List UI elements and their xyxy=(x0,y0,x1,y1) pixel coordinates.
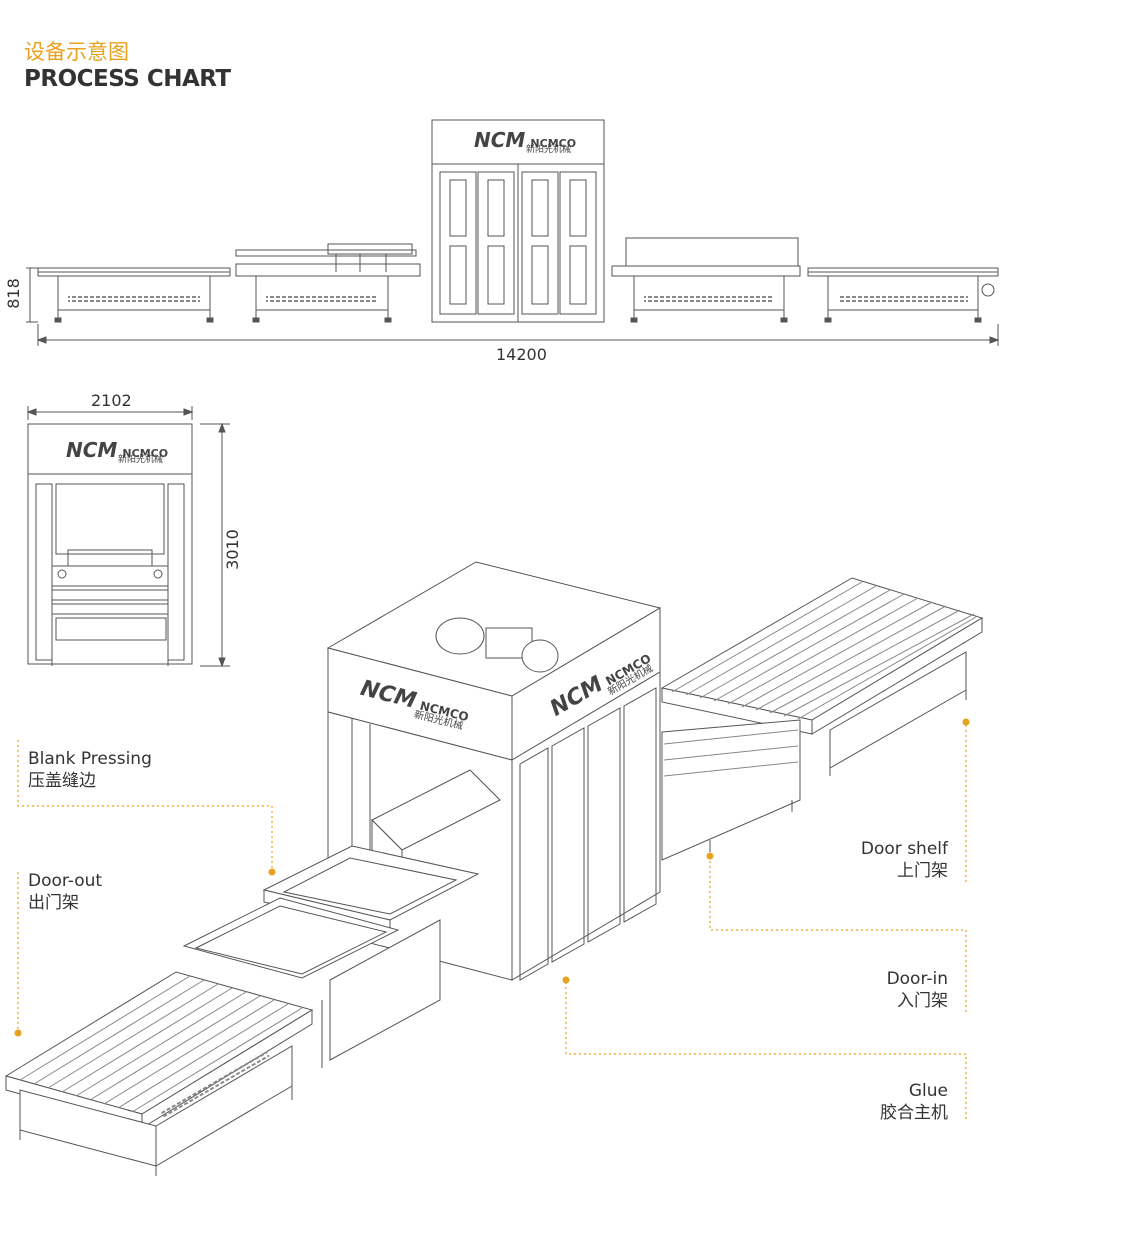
dim-front-width: 2102 xyxy=(91,391,132,410)
callout-door-shelf: Door shelf 上门架 xyxy=(860,839,948,881)
front-view xyxy=(26,406,230,668)
page-title-cn: 设备示意图 xyxy=(24,40,129,64)
page-title: PROCESS CHART xyxy=(24,66,231,92)
callout-blank-pressing: Blank Pressing 压盖缝边 xyxy=(28,749,152,791)
callout-door-out: Door-out 出门架 xyxy=(28,871,103,913)
callout-leaders xyxy=(17,720,967,1120)
callout-dots xyxy=(14,718,970,1037)
dim-side-length: 14200 xyxy=(496,345,547,364)
dim-side-height: 818 xyxy=(3,278,23,309)
callout-glue: Glue 胶合主机 xyxy=(880,1081,948,1123)
callout-door-in: Door-in 入门架 xyxy=(886,969,948,1011)
dim-front-height: 3010 xyxy=(222,529,242,570)
side-view xyxy=(26,119,1000,346)
isometric-view xyxy=(4,561,984,1176)
brand-logo-front: NCM NCMCO 新阳光机械 xyxy=(66,438,169,465)
brand-logo-side: NCM NCMCO 新阳光机械 xyxy=(474,128,577,155)
